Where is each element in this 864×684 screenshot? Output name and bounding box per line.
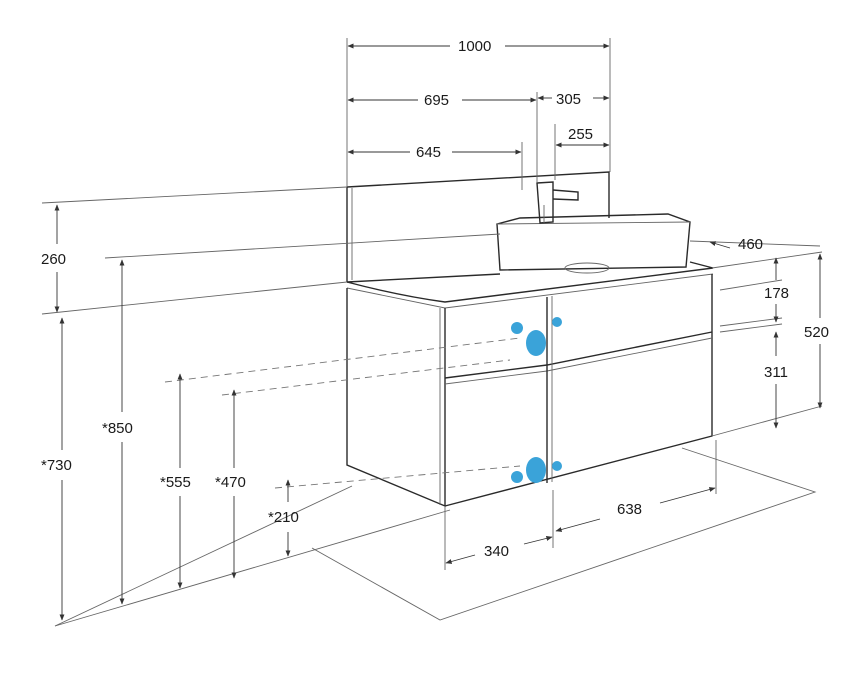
label-255: 255 xyxy=(568,126,593,143)
label-305: 305 xyxy=(556,91,581,108)
dim-460 xyxy=(689,240,823,269)
faucet-icon xyxy=(536,181,579,224)
basin xyxy=(496,213,691,274)
backsplash xyxy=(346,171,610,282)
label-460: 460 xyxy=(738,236,763,253)
label-210: *210 xyxy=(268,509,299,526)
floor-outline xyxy=(54,447,817,627)
label-638: 638 xyxy=(617,501,642,518)
dim-210 xyxy=(274,465,521,557)
label-730: *730 xyxy=(41,457,72,474)
dim-470 xyxy=(221,359,511,579)
label-520: 520 xyxy=(804,324,829,341)
cabinet xyxy=(346,274,713,508)
extension-lines-top xyxy=(346,38,611,190)
dim-178-311-520 xyxy=(711,253,823,437)
label-470: *470 xyxy=(215,474,246,491)
label-1000: 1000 xyxy=(458,38,491,55)
label-311: 311 xyxy=(764,364,788,381)
mounting-point-icon xyxy=(511,317,562,483)
dim-340-638 xyxy=(444,440,717,570)
label-555: *555 xyxy=(160,474,191,491)
dim-555 xyxy=(164,337,521,589)
label-695: 695 xyxy=(424,92,449,109)
label-260: 260 xyxy=(41,251,66,268)
label-340: 340 xyxy=(484,543,509,560)
label-178: 178 xyxy=(764,285,789,302)
dim-260-730 xyxy=(41,186,348,621)
dim-850 xyxy=(104,233,501,605)
label-645: 645 xyxy=(416,144,441,161)
label-850: *850 xyxy=(102,420,133,437)
